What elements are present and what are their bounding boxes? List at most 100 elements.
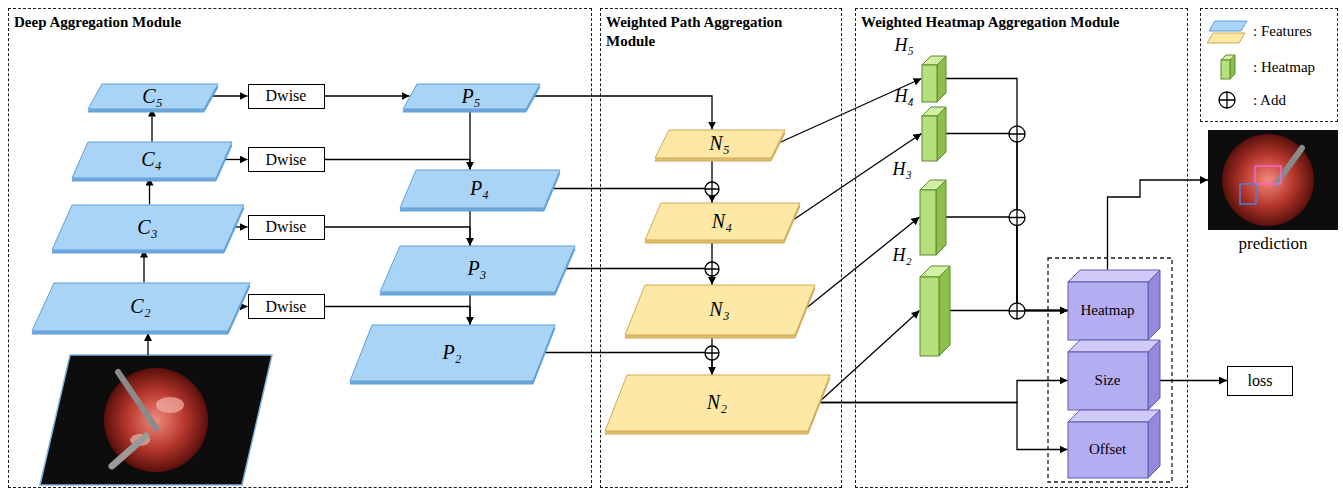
box-label: loss — [1248, 372, 1273, 390]
slab-face — [52, 205, 244, 250]
tissue-view — [104, 368, 208, 472]
heatmap-sample — [1230, 55, 1235, 79]
graphic-part — [1009, 210, 1025, 226]
connector-arrow — [1160, 380, 1228, 381]
module-box: Deep Aggregation ModuleC₅C₄C₃C₂DwiseDwis… — [8, 8, 592, 488]
block-side — [939, 266, 950, 356]
connector-arrow — [1108, 180, 1209, 270]
legend-sample — [1205, 88, 1249, 112]
graphic-part — [1009, 210, 1025, 226]
prediction-image: prediction — [1208, 130, 1338, 230]
connector-group — [144, 79, 1227, 450]
feature-map: N₄ — [645, 203, 800, 240]
connector-arrow — [552, 189, 713, 203]
feature-map: C₅ — [88, 84, 218, 109]
box-label: Dwise — [266, 218, 307, 236]
legend-box: : Features : Heatmap : Add — [1200, 8, 1338, 122]
add-symbol — [1009, 126, 1025, 142]
legend-label: : Features — [1253, 19, 1312, 43]
graphic-part — [705, 262, 719, 276]
legend-label: : Heatmap — [1253, 55, 1315, 79]
slab-face — [645, 203, 800, 240]
heatmap-block: H₂ — [920, 266, 950, 356]
box-label: Dwise — [266, 87, 307, 105]
feature-sample — [1209, 21, 1247, 31]
feature-label: C₂ — [130, 295, 150, 318]
add-symbol — [705, 346, 719, 360]
detection-box — [1255, 166, 1281, 184]
connector-arrow — [224, 159, 248, 160]
block-side — [1148, 410, 1160, 478]
heatmap-block: H₄ — [922, 107, 946, 161]
feature-label: N₃ — [709, 298, 729, 321]
slab-face — [380, 246, 575, 292]
connector-arrow — [565, 269, 713, 285]
block-side — [937, 56, 946, 102]
block-side — [937, 107, 946, 161]
box-label: Dwise — [266, 298, 307, 316]
module-box: Weighted Heatmap Aggregation ModuleH₅H₄H… — [855, 8, 1188, 488]
connector-arrow — [151, 109, 152, 142]
graphic-part — [705, 262, 719, 276]
slab-face — [403, 84, 540, 109]
shape-outline — [920, 266, 950, 356]
process-box: Dwise — [248, 215, 325, 240]
heatmap-label: H₄ — [895, 86, 914, 107]
legend-sample — [1205, 19, 1249, 43]
add-symbol — [1009, 303, 1025, 319]
head-block: Offset — [1068, 410, 1160, 478]
connector-arrow — [325, 307, 471, 325]
slab-face — [350, 325, 555, 381]
feature-sample — [1207, 33, 1245, 43]
feature-label: N₂ — [707, 391, 727, 414]
image-frame — [40, 355, 272, 485]
slab-face — [655, 130, 785, 158]
add-symbol — [705, 182, 719, 196]
block-front — [1068, 352, 1148, 410]
block-side — [1148, 340, 1160, 410]
add-symbol — [705, 262, 719, 276]
feature-label: C₃ — [137, 216, 157, 239]
connector-arrow — [533, 96, 713, 130]
module-title: Deep Aggregation Module — [14, 13, 294, 32]
graphic-part — [705, 346, 719, 360]
block-front — [922, 116, 937, 161]
feature-map: C₃ — [52, 205, 244, 250]
heatmap-label: H₅ — [895, 35, 914, 56]
tissue-detail — [156, 397, 184, 413]
graphic-part — [705, 346, 719, 360]
connector-arrow — [211, 95, 248, 96]
slab-face — [625, 285, 815, 335]
module-title: Weighted Path Aggregation Module — [606, 13, 818, 51]
graphic-part — [1009, 126, 1025, 142]
input-arrow — [147, 333, 148, 355]
feature-label: C₄ — [141, 148, 161, 171]
shape-outline — [922, 107, 946, 161]
detection-box — [1240, 184, 1256, 204]
block-front — [920, 190, 936, 255]
connector-arrow — [143, 250, 144, 283]
add-sample — [1219, 92, 1235, 108]
connector-arrow — [325, 95, 410, 96]
block-top — [1068, 340, 1160, 352]
legend-row: : Add — [1201, 88, 1335, 112]
graphic-part — [705, 182, 719, 196]
slab-face — [72, 142, 232, 178]
feature-label: P₄ — [470, 177, 489, 200]
shape-outline — [920, 180, 946, 255]
connector-arrow — [234, 226, 248, 227]
block-front — [1068, 282, 1148, 340]
block-front — [920, 277, 939, 356]
legend-row: : Heatmap — [1201, 55, 1335, 79]
head-block: Size — [1068, 340, 1160, 410]
slab-face — [400, 170, 560, 208]
instrument — [112, 436, 146, 466]
block-top — [1068, 410, 1160, 422]
feature-map: N₂ — [605, 375, 830, 431]
box-label: Dwise — [266, 151, 307, 169]
image-frame — [1208, 130, 1338, 230]
feature-map: C₄ — [72, 142, 232, 178]
input-image — [40, 355, 272, 485]
process-box: Dwise — [248, 294, 325, 319]
graphic-part — [1009, 303, 1025, 319]
